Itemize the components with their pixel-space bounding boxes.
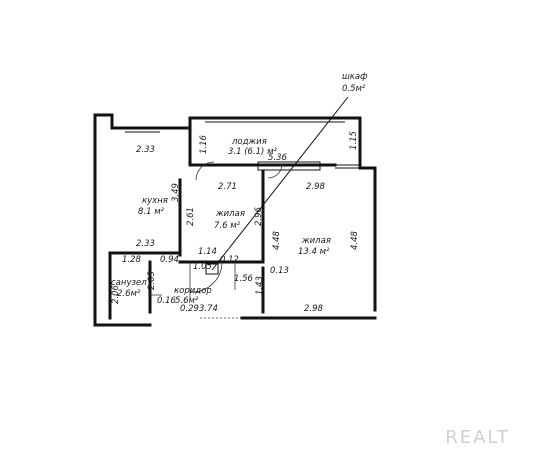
door-arc-3 <box>189 261 223 300</box>
loggia-outer-wall <box>188 116 362 132</box>
dim-label: 0.16 <box>157 296 177 306</box>
dim-label: 2.98 <box>304 304 324 314</box>
loggia-area: 3.1 (6.1) м² <box>228 147 277 157</box>
kitchen-area: 8.1 м² <box>138 207 165 217</box>
left-top-wall <box>93 113 162 130</box>
kitchen-name: кухня <box>142 196 168 206</box>
dim-label: 3.49 <box>171 183 181 202</box>
loggia-door <box>257 161 321 171</box>
walls <box>93 113 377 327</box>
dim-label: 0.13 <box>270 266 289 276</box>
dim-label: 2.96 <box>254 206 264 226</box>
dim-label: 3.74 <box>199 304 218 314</box>
wardrobe-label: шкаф <box>342 72 367 82</box>
dim-label: 2.33 <box>136 145 155 155</box>
wardrobe-area: 0.5м² <box>342 84 366 94</box>
loggia-window <box>205 117 345 123</box>
dim-label: 1.15 <box>349 131 359 150</box>
kitchen-top-wall <box>158 126 260 167</box>
corridor-area: 5.6м² <box>175 296 199 306</box>
dim-label: 4.48 <box>350 230 360 250</box>
loggia-name: лоджия <box>231 137 267 147</box>
dim-label: 5.36 <box>268 153 288 163</box>
dim-label: 1.05 <box>193 262 212 272</box>
dim-label: 1.14 <box>198 247 217 257</box>
dim-label: 1.28 <box>122 255 142 265</box>
room-window <box>335 164 360 169</box>
doors <box>150 161 283 319</box>
living2-area: 13.4 м² <box>298 247 330 257</box>
living1-name: жилая <box>215 209 245 219</box>
dim-label: 0.94 <box>160 255 179 265</box>
living1-area: 7.6 м² <box>214 221 241 231</box>
bathroom-area: 2.6м² <box>117 289 141 299</box>
dim-label: 2.71 <box>218 182 237 192</box>
dim-label: 1.43 <box>255 276 265 295</box>
wardrobe-leader <box>211 96 349 271</box>
dim-label: 2.06 <box>111 284 121 304</box>
dim-label: 2.98 <box>306 182 326 192</box>
dim-label: 4.48 <box>272 230 282 250</box>
corridor-name: коридор <box>174 286 212 296</box>
dim-label: 1.16 <box>199 134 209 154</box>
dim-label: 0.12 <box>220 255 239 265</box>
living2-name: жилая <box>301 236 331 246</box>
door-arc-1 <box>195 161 215 181</box>
right-outer-wall <box>358 128 377 312</box>
dim-label: 2.61 <box>186 207 196 226</box>
door-arc-2 <box>267 163 283 179</box>
dim-label: 0.29 <box>180 304 199 314</box>
dim-label: 2.33 <box>136 239 155 249</box>
wardrobe-box <box>205 263 219 275</box>
dim-label: 2.05 <box>147 271 157 290</box>
kitchen-window <box>125 127 160 133</box>
bathroom-name: санузел <box>111 278 147 288</box>
watermark: REALT <box>445 427 510 448</box>
windows <box>125 117 360 171</box>
dim-label: 1.56 <box>234 274 254 284</box>
